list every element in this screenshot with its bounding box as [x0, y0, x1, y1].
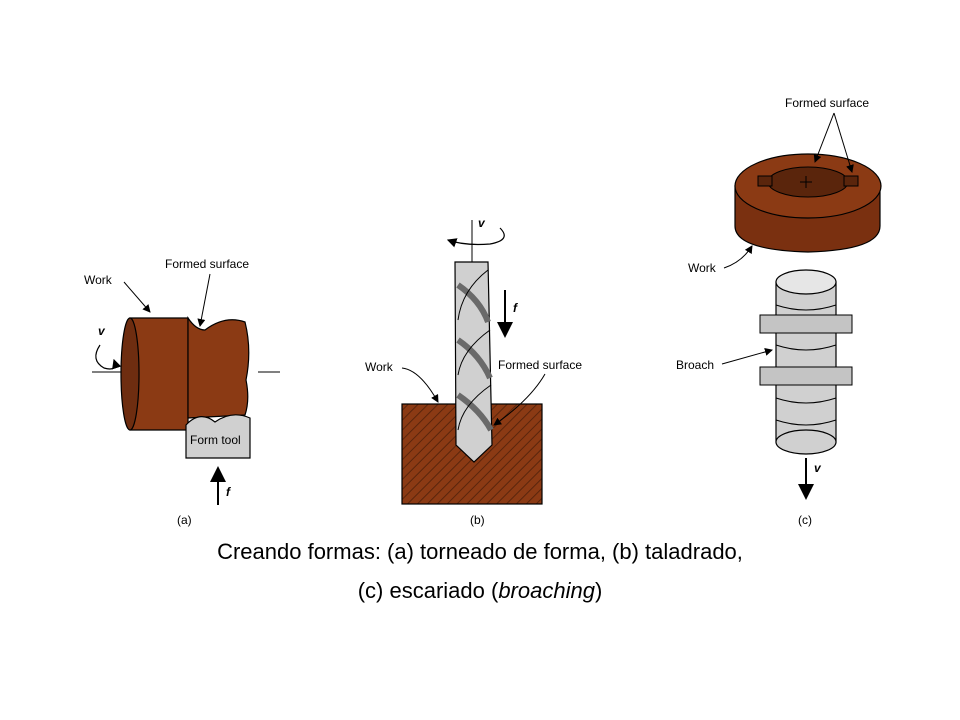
- form-tool: Form tool: [185, 414, 251, 459]
- leader-line: [833, 112, 854, 173]
- panel-c: v Formed surface Work Broach (c): [676, 96, 882, 527]
- rotation-arrow: [95, 344, 122, 370]
- leader-line: [493, 373, 546, 426]
- broach-label: Broach: [676, 358, 714, 372]
- leader-line: [401, 367, 439, 403]
- form-tool-label: Form tool: [190, 433, 241, 447]
- formed-surface-label-c: Formed surface: [785, 96, 869, 110]
- leader-line: [813, 112, 835, 163]
- drill: [454, 261, 494, 463]
- leader-line: [723, 245, 753, 269]
- workpiece: [120, 316, 250, 431]
- caption-line-2: (c) escariado (broaching): [0, 578, 960, 604]
- v-label-c: v: [814, 461, 822, 475]
- leader-line: [123, 281, 151, 313]
- caption-suffix: ): [594, 578, 603, 603]
- rotation-arrow: [446, 227, 505, 248]
- panel-label-a: (a): [177, 513, 192, 527]
- panel-a: Form tool v f Work Formed surface (a): [84, 257, 280, 527]
- caption-line-1: Creando formas: (a) torneado de forma, (…: [217, 539, 743, 564]
- formed-surface-label-b: Formed surface: [498, 358, 582, 372]
- work-label-a: Work: [84, 273, 113, 287]
- leader-line: [721, 348, 773, 365]
- shaping-diagram: Form tool v f Work Formed surface (a): [84, 96, 882, 527]
- v-label-a: v: [98, 324, 106, 338]
- caption-italic: broaching: [498, 578, 595, 603]
- work-label-b: Work: [365, 360, 394, 374]
- v-label-b: v: [478, 216, 486, 230]
- f-label-b: f: [513, 301, 518, 315]
- f-label-a: f: [226, 485, 231, 499]
- formed-surface-label-a: Formed surface: [165, 257, 249, 271]
- work-label-c: Work: [688, 261, 717, 275]
- workpiece: [734, 153, 882, 253]
- panel-label-b: (b): [470, 513, 485, 527]
- caption-prefix: (c) escariado (: [357, 578, 499, 603]
- leader-line: [197, 273, 211, 327]
- panel-label-c: (c): [798, 513, 812, 527]
- panel-b: v f Work Formed surface (b): [365, 216, 582, 527]
- broach: [759, 269, 853, 455]
